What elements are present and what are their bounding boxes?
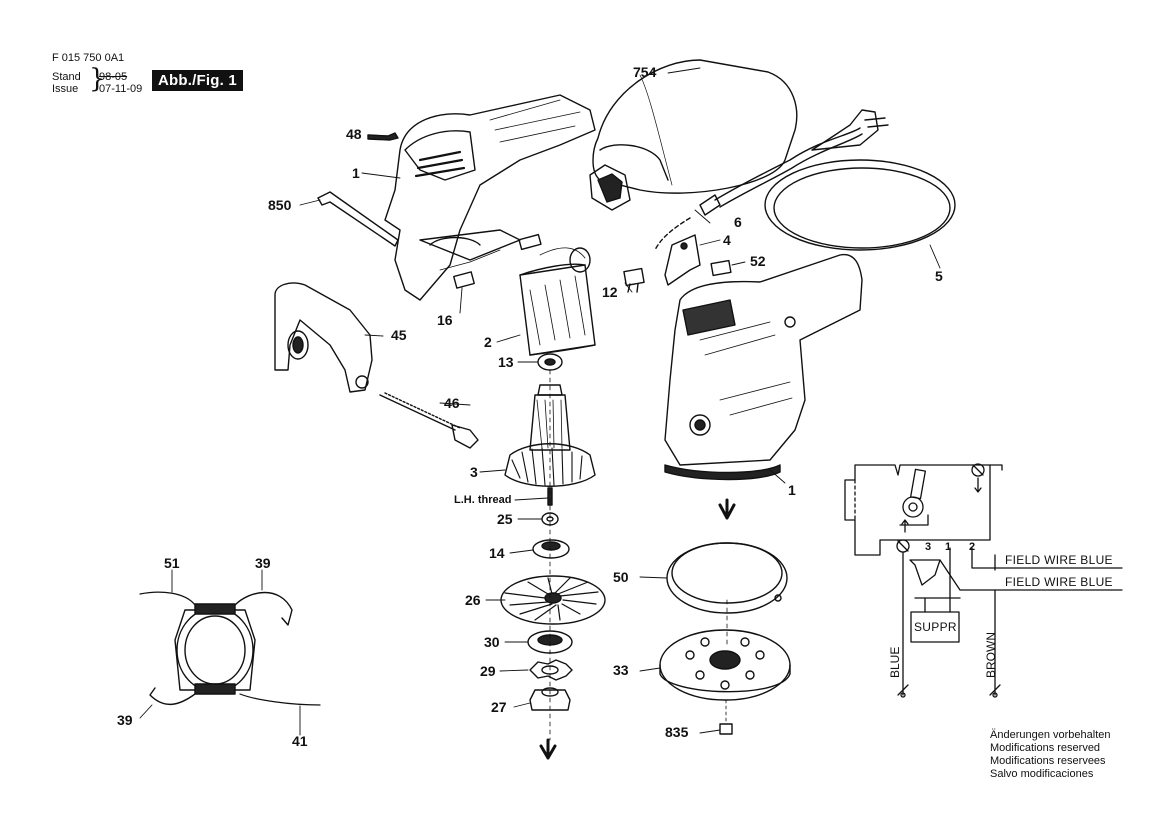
- callout-13: 13: [498, 354, 514, 370]
- callout-6: 6: [734, 214, 742, 230]
- callout-12: 12: [602, 284, 618, 300]
- callout-46: 46: [444, 395, 460, 411]
- callout-52: 52: [750, 253, 766, 269]
- bearing-14: [532, 539, 570, 559]
- callout-41: 41: [292, 733, 308, 749]
- star-washer-29: [529, 659, 573, 681]
- callout-26: 26: [465, 592, 481, 608]
- callout-39-bottom: 39: [117, 712, 133, 728]
- callout-835: 835: [665, 724, 689, 740]
- callout-51: 51: [164, 555, 180, 571]
- terminal-block-52: [710, 259, 732, 277]
- bolt-46: [379, 392, 479, 449]
- sanding-pad-33: [659, 599, 791, 701]
- screw-835: [719, 699, 733, 735]
- blue-wire-label: BLUE: [888, 646, 902, 678]
- document-number: F 015 750 0A1: [52, 52, 125, 64]
- aux-handle-45: [274, 282, 373, 393]
- terminal-1-label: 1: [945, 541, 952, 553]
- callout-850: 850: [268, 197, 292, 213]
- suppressor-label: SUPPR: [914, 620, 957, 634]
- callout-39-top: 39: [255, 555, 271, 571]
- note-es: Salvo modificaciones: [990, 768, 1094, 780]
- modifications-notice: Änderungen vorbehalten Modifications res…: [990, 729, 1110, 781]
- arrow-down-right: [718, 498, 736, 520]
- armature-3: [504, 384, 596, 506]
- terminal-2-label: 2: [969, 541, 976, 553]
- fan-26: [500, 575, 606, 625]
- eccentric-27: [529, 687, 571, 711]
- callout-50: 50: [613, 569, 629, 585]
- assembled-sander: [664, 253, 863, 481]
- callout-30: 30: [484, 634, 500, 650]
- field-wire-label-1: FIELD WIRE BLUE: [1005, 553, 1113, 567]
- capacitor-12: [623, 267, 645, 293]
- note-en: Modifications reserved: [990, 742, 1101, 754]
- note-fr: Modifications reservees: [990, 755, 1106, 767]
- wiring-schematic: [844, 463, 1123, 698]
- callout-3: 3: [470, 464, 478, 480]
- hex-key-850: [317, 191, 399, 247]
- callout-1-sander: 1: [788, 482, 796, 498]
- housing-half-1: [384, 94, 596, 301]
- callout-14: 14: [489, 545, 505, 561]
- issue-label: Issue: [52, 83, 79, 95]
- leader-lines: [139, 67, 941, 736]
- old-date: 98-05: [99, 71, 128, 83]
- lh-thread-label: L.H. thread: [454, 494, 512, 506]
- brush-holder-assembly: [139, 591, 321, 706]
- callout-48: 48: [346, 126, 362, 142]
- callout-754: 754: [633, 64, 657, 80]
- terminal-3-label: 3: [925, 541, 932, 553]
- bearing-13: [537, 353, 563, 371]
- callout-45: 45: [391, 327, 407, 343]
- callout-5: 5: [935, 268, 943, 284]
- callout-33: 33: [613, 662, 629, 678]
- callout-16: 16: [437, 312, 453, 328]
- new-date: 07-11-09: [99, 83, 143, 95]
- callout-1-housing: 1: [352, 165, 360, 181]
- figure-badge: Abb./Fig. 1: [152, 70, 243, 91]
- stand-label: Stand: [52, 71, 81, 83]
- callout-27: 27: [491, 699, 507, 715]
- switch-4: [664, 234, 701, 286]
- field-coil-2: [519, 247, 596, 356]
- brown-wire-label: BROWN: [984, 632, 998, 678]
- power-cable-5-6: [654, 109, 956, 251]
- dust-box-754: [589, 59, 798, 211]
- note-de: Änderungen vorbehalten: [990, 729, 1111, 741]
- switch-16: [453, 233, 542, 289]
- screw-48: [367, 132, 399, 141]
- callout-29: 29: [480, 663, 496, 679]
- callout-25: 25: [497, 511, 513, 527]
- callout-4: 4: [723, 232, 731, 248]
- brace-glyph: }: [89, 64, 106, 94]
- arrow-down-bottom: [539, 738, 557, 760]
- callout-2: 2: [484, 334, 492, 350]
- field-wire-label-2: FIELD WIRE BLUE: [1005, 575, 1113, 589]
